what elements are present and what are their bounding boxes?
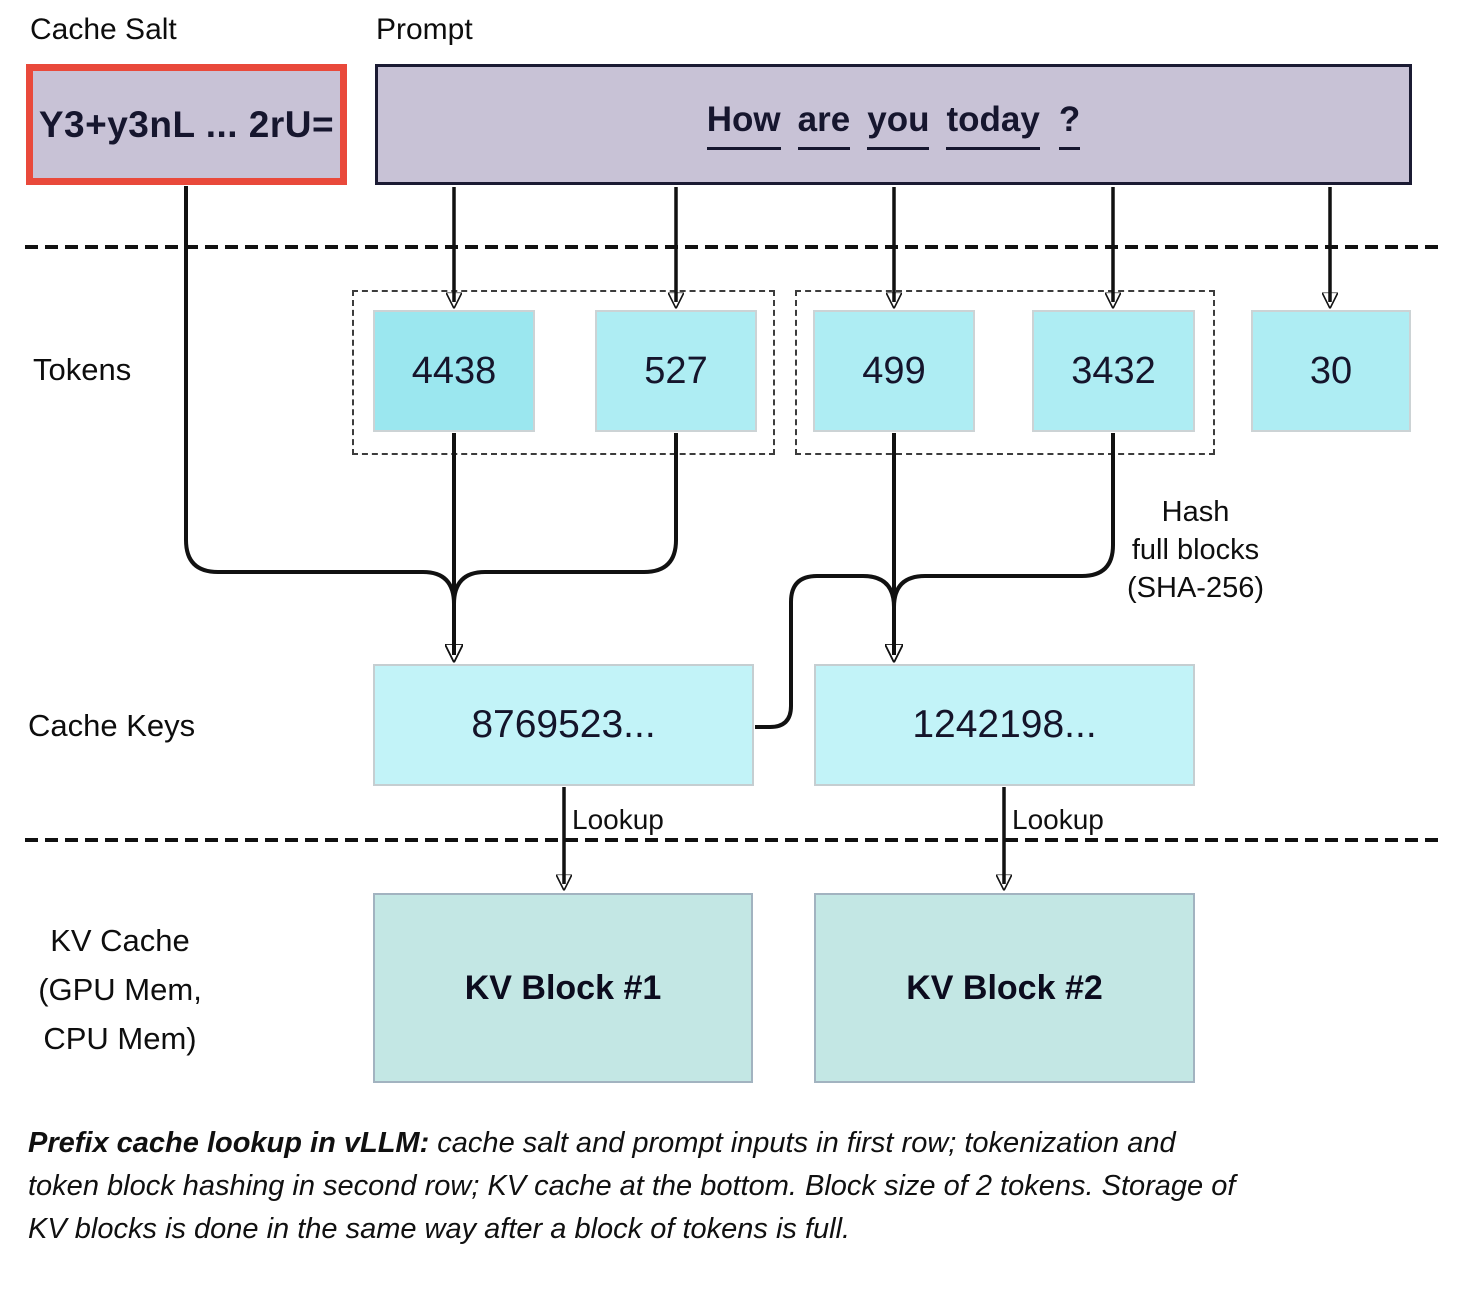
token-merge-path <box>452 433 678 605</box>
hash-note-line: (SHA-256) <box>1127 572 1264 604</box>
cache-key-value: 8769523... <box>471 703 656 746</box>
kv-block-box: KV Block #2 <box>814 893 1195 1083</box>
figure-caption: Prefix cache lookup in vLLM: cache salt … <box>28 1122 1448 1251</box>
lookup-label: Lookup <box>1012 804 1104 835</box>
hash-note-line: Hash <box>1161 496 1230 528</box>
caption-line: token block hashing in second row; KV ca… <box>28 1170 1236 1202</box>
prompt-word: ? <box>1058 100 1081 150</box>
kv-cache-label-line: CPU Mem) <box>43 1021 197 1056</box>
cache-key-box: 8769523... <box>373 664 754 786</box>
prompt-box: How are you today ? <box>375 64 1412 185</box>
kv-cache-label-line: KV Cache <box>50 923 190 958</box>
token-box: 527 <box>595 310 757 432</box>
token-value: 4438 <box>411 349 497 392</box>
token-box: 30 <box>1251 310 1411 432</box>
cache-key-value: 1242198... <box>912 703 1097 746</box>
kv-cache-label: KV Cache (GPU Mem, CPU Mem) <box>10 916 230 1063</box>
caption-text: cache salt and prompt inputs in first ro… <box>429 1127 1176 1159</box>
cache-key-box: 1242198... <box>814 664 1195 786</box>
caption-lead: Prefix cache lookup in vLLM: <box>28 1127 430 1159</box>
caption-line: Prefix cache lookup in vLLM: cache salt … <box>28 1122 1448 1165</box>
cache-salt-value: Y3+y3nL ... 2rU= <box>38 103 335 145</box>
prompt-word: you <box>867 100 930 150</box>
token-box: 4438 <box>373 310 535 432</box>
cache-salt-label: Cache Salt <box>30 13 177 46</box>
hash-note-line: full blocks <box>1131 534 1260 566</box>
token-value: 30 <box>1309 349 1353 392</box>
lookup-label: Lookup <box>572 804 664 835</box>
kv-cache-label-line: (GPU Mem, <box>38 972 202 1007</box>
tokens-label: Tokens <box>33 352 132 387</box>
caption-line: KV blocks is done in the same way after … <box>28 1213 851 1245</box>
prompt-word: today <box>946 100 1040 150</box>
cache-salt-box: Y3+y3nL ... 2rU= <box>26 64 347 185</box>
hash-note: Hash full blocks (SHA-256) <box>1098 493 1293 607</box>
prompt-word: How <box>706 100 781 150</box>
cache-keys-label: Cache Keys <box>28 708 196 743</box>
kv-block-title: KV Block #2 <box>906 968 1103 1007</box>
token-value: 499 <box>862 349 926 392</box>
prompt-text: How are you today ? <box>706 100 1081 150</box>
token-value: 3432 <box>1071 349 1156 392</box>
token-value: 527 <box>644 349 708 392</box>
token-box: 3432 <box>1032 310 1195 432</box>
token-merge-path <box>892 433 1115 608</box>
kv-block-title: KV Block #1 <box>464 968 662 1007</box>
kv-block-box: KV Block #1 <box>373 893 753 1083</box>
token-box: 499 <box>813 310 975 432</box>
prompt-word: are <box>797 100 851 150</box>
prompt-label: Prompt <box>376 13 473 46</box>
